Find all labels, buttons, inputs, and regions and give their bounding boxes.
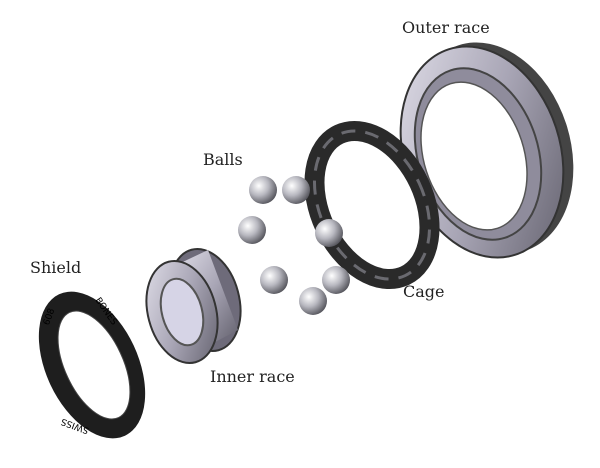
- label-shield: Shield: [30, 258, 82, 277]
- ball: [238, 216, 266, 244]
- ball: [299, 287, 327, 315]
- label-inner-race: Inner race: [210, 367, 295, 386]
- shield: 608 BONES SWISS: [38, 291, 146, 439]
- label-cage: Cage: [403, 282, 445, 301]
- ball: [260, 266, 288, 294]
- ball: [315, 219, 343, 247]
- ball: [282, 176, 310, 204]
- ball: [322, 266, 350, 294]
- balls: [238, 176, 350, 315]
- ball: [249, 176, 277, 204]
- inner-race: [145, 248, 242, 364]
- outer-race: [399, 42, 574, 259]
- label-balls: Balls: [203, 150, 243, 169]
- label-outer-race: Outer race: [402, 18, 490, 37]
